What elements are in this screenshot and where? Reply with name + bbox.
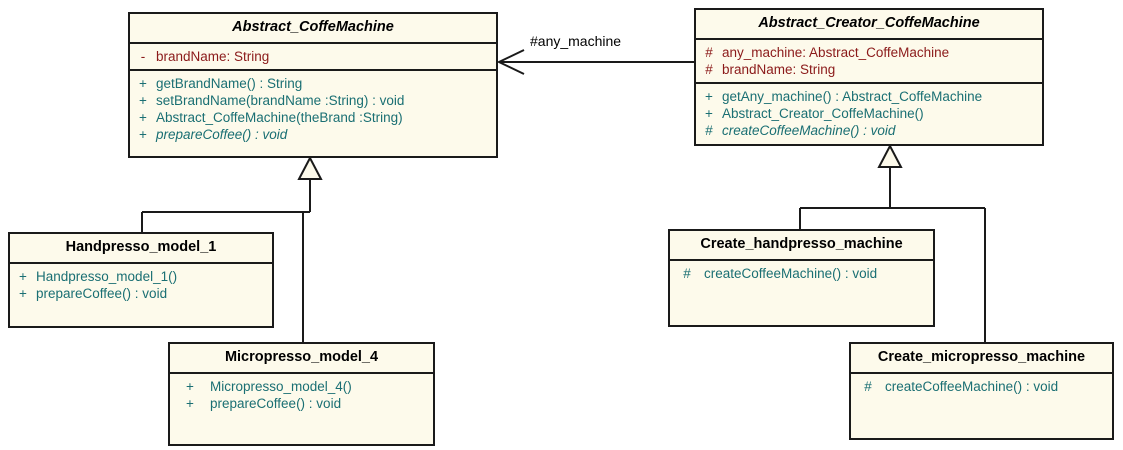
- method-text: Handpresso_model_1(): [36, 268, 178, 284]
- visibility-marker: +: [19, 268, 27, 284]
- visibility-marker: +: [186, 378, 194, 394]
- method-row: # createCoffeeMachine() : void: [670, 265, 933, 282]
- visibility-marker: #: [705, 122, 713, 138]
- method-text: getBrandName() : String: [156, 75, 303, 91]
- class-abstract-coffemachine[interactable]: Abstract_CoffeMachine - brandName: Strin…: [128, 12, 498, 158]
- class-title-create-handpresso-machine: Create_handpresso_machine: [700, 236, 903, 252]
- methods-compartment: + getBrandName() : String + setBrandName…: [130, 71, 496, 147]
- attribute-text: brandName: String: [722, 61, 836, 77]
- visibility-marker: -: [140, 48, 146, 64]
- method-text: setBrandName(brandName :String) : void: [156, 92, 405, 108]
- methods-compartment: # createCoffeeMachine() : void: [670, 261, 933, 286]
- compartment-separator: [670, 258, 933, 261]
- compartment-separator: [10, 261, 272, 264]
- method-row: + Abstract_Creator_CoffeMachine(): [696, 105, 1042, 122]
- compartment-separator: [130, 41, 496, 44]
- class-handpresso-model-1[interactable]: Handpresso_model_1 + Handpresso_model_1(…: [8, 232, 274, 328]
- compartment-separator: [130, 68, 496, 71]
- association-any-machine: [496, 49, 694, 75]
- methods-compartment: + getAny_machine() : Abstract_CoffeMachi…: [696, 84, 1042, 143]
- method-row: + setBrandName(brandName :String) : void: [130, 92, 496, 109]
- attributes-compartment: - brandName: String: [130, 44, 496, 69]
- visibility-marker: +: [139, 126, 147, 142]
- compartment-separator: [170, 371, 433, 374]
- compartment-separator: [851, 371, 1112, 374]
- class-title-micropresso-model-4: Micropresso_model_4: [224, 349, 379, 365]
- class-title-handpresso-model-1: Handpresso_model_1: [65, 239, 217, 255]
- visibility-marker: +: [139, 75, 147, 91]
- class-create-handpresso-machine[interactable]: Create_handpresso_machine # createCoffee…: [668, 229, 935, 327]
- method-text: createCoffeeMachine() : void: [704, 265, 878, 281]
- attribute-row: # brandName: String: [696, 61, 1042, 78]
- attribute-text: brandName: String: [156, 48, 270, 64]
- method-text: createCoffeeMachine() : void: [885, 378, 1059, 394]
- attributes-compartment: # any_machine: Abstract_CoffeMachine # b…: [696, 40, 1042, 82]
- compartment-separator: [696, 81, 1042, 84]
- method-row: + prepareCoffee() : void: [130, 126, 496, 143]
- visibility-marker: +: [705, 88, 713, 104]
- method-text: getAny_machine() : Abstract_CoffeMachine: [722, 88, 983, 104]
- visibility-marker: +: [186, 395, 194, 411]
- compartment-separator: [696, 37, 1042, 40]
- method-row: # createCoffeeMachine() : void: [851, 378, 1112, 395]
- method-text: Micropresso_model_4(): [210, 378, 352, 394]
- visibility-marker: #: [705, 61, 713, 77]
- methods-compartment: # createCoffeeMachine() : void: [851, 374, 1112, 399]
- method-row: + getBrandName() : String: [130, 75, 496, 92]
- method-text: prepareCoffee() : void: [210, 395, 342, 411]
- attribute-row: - brandName: String: [130, 48, 496, 65]
- method-row: # createCoffeeMachine() : void: [696, 122, 1042, 139]
- visibility-marker: +: [139, 109, 147, 125]
- class-title-abstract-creator-coffemachine: Abstract_Creator_CoffeMachine: [758, 15, 980, 31]
- class-create-micropresso-machine[interactable]: Create_micropresso_machine # createCoffe…: [849, 342, 1114, 440]
- method-row: + Abstract_CoffeMachine(theBrand :String…: [130, 109, 496, 126]
- visibility-marker: #: [683, 265, 691, 281]
- class-micropresso-model-4[interactable]: Micropresso_model_4 + Micropresso_model_…: [168, 342, 435, 446]
- method-row: + Micropresso_model_4(): [170, 378, 433, 395]
- method-row: + Handpresso_model_1(): [10, 268, 272, 285]
- visibility-marker: +: [19, 285, 27, 301]
- attribute-row: # any_machine: Abstract_CoffeMachine: [696, 44, 1042, 61]
- visibility-marker: #: [705, 44, 713, 60]
- method-row: + getAny_machine() : Abstract_CoffeMachi…: [696, 88, 1042, 105]
- method-text: prepareCoffee() : void: [156, 126, 288, 142]
- method-row: + prepareCoffee() : void: [10, 285, 272, 302]
- association-label-any-machine: #any_machine: [530, 33, 622, 49]
- method-text: createCoffeeMachine() : void: [722, 122, 896, 138]
- class-title-create-micropresso-machine: Create_micropresso_machine: [877, 349, 1086, 365]
- class-abstract-creator-coffemachine[interactable]: Abstract_Creator_CoffeMachine # any_mach…: [694, 8, 1044, 146]
- visibility-marker: +: [139, 92, 147, 108]
- visibility-marker: #: [864, 378, 872, 394]
- class-title-abstract-coffemachine: Abstract_CoffeMachine: [232, 19, 394, 35]
- method-text: Abstract_CoffeMachine(theBrand :String): [156, 109, 403, 125]
- method-text: prepareCoffee() : void: [36, 285, 168, 301]
- method-text: Abstract_Creator_CoffeMachine(): [722, 105, 924, 121]
- methods-compartment: + Handpresso_model_1() + prepareCoffee()…: [10, 264, 272, 306]
- method-row: + prepareCoffee() : void: [170, 395, 433, 412]
- visibility-marker: +: [705, 105, 713, 121]
- methods-compartment: + Micropresso_model_4() + prepareCoffee(…: [170, 374, 433, 416]
- attribute-text: any_machine: Abstract_CoffeMachine: [722, 44, 950, 60]
